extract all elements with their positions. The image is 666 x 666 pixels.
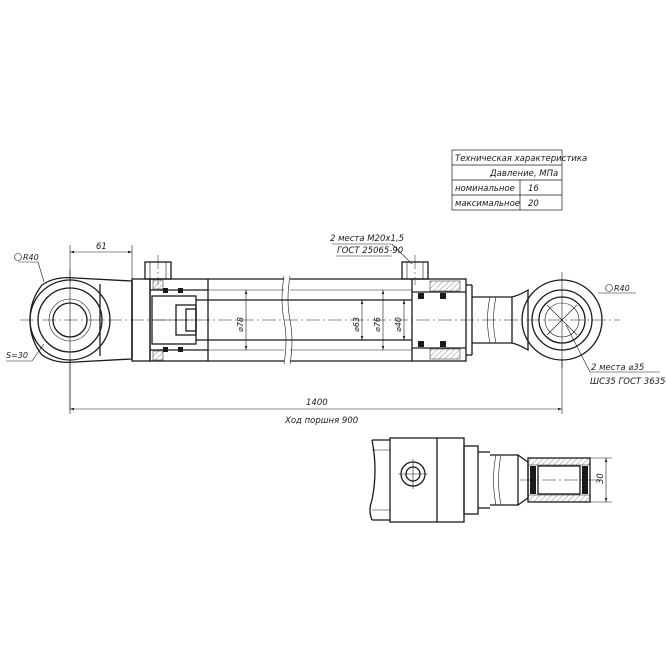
- dim-port-thread-2: ГОСТ 25065-90: [337, 246, 403, 256]
- dim-radius-right: R40: [614, 284, 630, 293]
- spec-table-title: Техническая характеристика: [455, 154, 587, 164]
- overall-length-dim: [69, 360, 563, 414]
- port-thread-callout: [332, 243, 413, 265]
- dim-bore-dia: ⌀78: [236, 317, 245, 332]
- spec-row-nominal-value: 16: [528, 184, 539, 194]
- dim-bearing-1: 2 места ⌀35: [591, 363, 644, 373]
- radius-right-callout: [598, 284, 636, 294]
- dim-bearing-width: 30: [596, 473, 606, 484]
- barrel: [208, 275, 412, 365]
- dim-rod-dia-76: ⌀76: [373, 317, 382, 332]
- eye-width-callout: [6, 343, 45, 362]
- piston-seal-icon: [163, 288, 168, 293]
- dim-radius-left: R40: [23, 253, 39, 262]
- rod-seal-icon: [418, 293, 424, 299]
- spec-row-max-label: максимальное: [455, 199, 520, 209]
- bearing-callout: [565, 324, 660, 373]
- diameter-dims: [244, 290, 406, 350]
- dim-rod-dia-40: ⌀40: [394, 317, 403, 332]
- dim-port-thread-1: 2 места М20х1,5: [330, 234, 404, 244]
- bearing-race-right-icon: [582, 466, 588, 494]
- dim-bearing-2: ШС35 ГОСТ 3635-78: [590, 377, 666, 387]
- dim-61: [69, 245, 133, 282]
- radius-left-callout: [14, 253, 45, 283]
- spec-row-nominal-label: номинальное: [455, 184, 515, 194]
- rear-port: [144, 255, 172, 285]
- detail-view: 30: [369, 437, 612, 523]
- front-port: [401, 255, 429, 285]
- piston-rod: [196, 296, 512, 344]
- gland-head: [411, 278, 473, 362]
- dim-overall-length: 1400: [306, 398, 328, 408]
- dim-eye-width: S=30: [6, 351, 28, 360]
- dim-stroke: Ход поршня 900: [284, 416, 358, 426]
- dim-rod-dia-63: ⌀63: [352, 317, 361, 332]
- spec-table-pressure-header: Давление, МПа: [489, 169, 558, 179]
- spec-row-max-value: 20: [528, 199, 539, 209]
- left-eye: [29, 270, 133, 410]
- spec-table: Техническая характеристика Давление, МПа…: [451, 149, 587, 211]
- dim-eye-offset: 61: [96, 242, 107, 252]
- cylinder-main-view: ⌀78 ⌀63 ⌀76 ⌀40 61 R40 S=30 2 м: [6, 234, 666, 426]
